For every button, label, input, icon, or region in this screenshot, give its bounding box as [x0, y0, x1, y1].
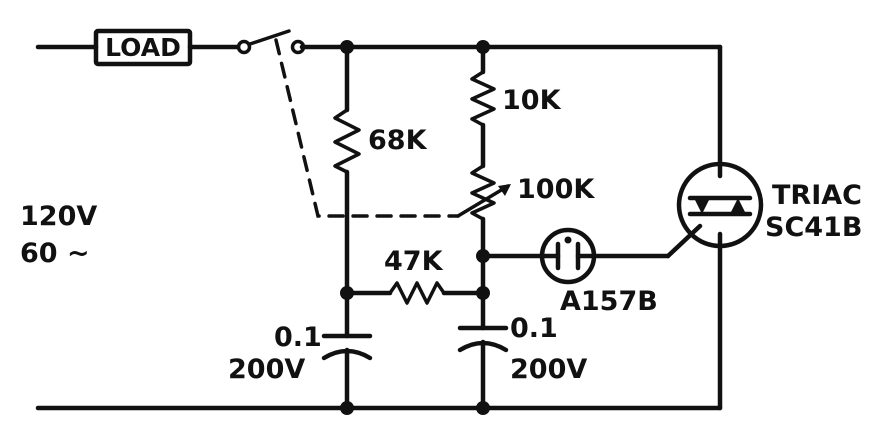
capacitor-c1-rating-label: 200V	[228, 354, 305, 385]
neon-lamp-label: A157B	[560, 286, 658, 317]
resistor-68k-label: 68K	[368, 125, 428, 156]
capacitor-c1-value-label: 0.1	[274, 322, 322, 353]
middle-link	[344, 281, 486, 305]
neon-lamp	[480, 223, 703, 285]
resistor-47k-label: 47K	[384, 246, 444, 277]
capacitor-c2-rating-label: 200V	[510, 354, 587, 385]
triac-name-label: TRIAC	[772, 180, 862, 211]
left-branch	[321, 44, 373, 411]
resistor-47k	[388, 281, 446, 305]
resistor-68k	[333, 108, 361, 174]
switch	[236, 29, 306, 55]
resistor-10k	[470, 70, 496, 127]
triac	[676, 44, 764, 411]
source-frequency-label: 60 ~	[20, 238, 90, 269]
load-label: LOAD	[105, 33, 181, 62]
capacitor-c2-value-label: 0.1	[510, 313, 558, 344]
potentiometer-100k	[470, 164, 496, 221]
load-box: LOAD	[93, 28, 193, 67]
mechanical-link	[274, 38, 460, 218]
resistor-10k-label: 10K	[502, 85, 562, 116]
potentiometer-100k-label: 100K	[517, 174, 595, 205]
triac-part-label: SC41B	[765, 212, 862, 243]
junctions	[340, 40, 490, 415]
source-voltage-label: 120V	[20, 201, 97, 232]
